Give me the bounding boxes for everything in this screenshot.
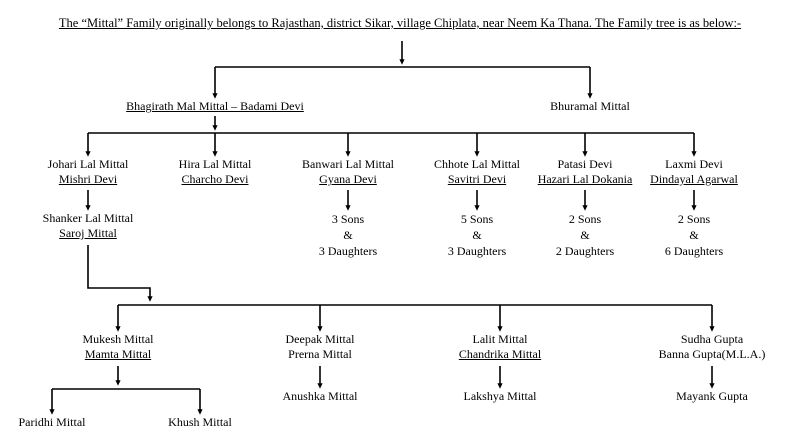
node-lalit-mittal: Lalit Mittal Chandrika Mittal <box>459 332 541 362</box>
node-line-1: Lakshya Mittal <box>463 389 537 403</box>
node-line-2: Hazari Lal Dokania <box>537 172 633 186</box>
node-line-1: Deepak Mittal <box>285 332 355 346</box>
counts-banwari-children: 3 Sons & 3 Daughters <box>319 211 377 259</box>
node-sudha-gupta: Sudha Gupta Banna Gupta(M.L.A.) <box>659 332 766 362</box>
node-line-2: Charcho Devi <box>181 172 249 186</box>
node-paridhi-mittal: Paridhi Mittal <box>19 415 86 430</box>
node-line-2: Saroj Mittal <box>59 226 117 240</box>
node-line-1: Patasi Devi <box>557 157 613 171</box>
node-mukesh-mittal: Mukesh Mittal Mamta Mittal <box>83 332 154 362</box>
node-line-1: Khush Mittal <box>168 415 232 429</box>
node-line-1: Lalit Mittal <box>472 332 528 346</box>
counts-chhote-children: 5 Sons & 3 Daughters <box>448 211 506 259</box>
counts-sons: 3 Sons <box>331 212 365 226</box>
page-title-text: The “Mittal” Family originally belongs t… <box>58 16 742 30</box>
node-anushka-mittal: Anushka Mittal <box>283 389 358 404</box>
node-lakshya-mittal: Lakshya Mittal <box>464 389 537 404</box>
counts-laxmi-children: 2 Sons & 6 Daughters <box>665 211 723 259</box>
node-line-2: Gyana Devi <box>319 172 377 186</box>
node-hira-lal-mittal: Hira Lal Mittal Charcho Devi <box>179 157 252 187</box>
node-johari-lal-mittal: Johari Lal Mittal Mishri Devi <box>48 157 129 187</box>
node-deepak-mittal: Deepak Mittal Prerna Mittal <box>286 332 355 362</box>
node-line-2: Savitri Devi <box>447 172 507 186</box>
node-bhagirath-mal-mittal: Bhagirath Mal Mittal – Badami Devi <box>126 99 304 114</box>
node-chhote-lal-mittal: Chhote Lal Mittal Savitri Devi <box>434 157 520 187</box>
counts-daughters: 6 Daughters <box>664 244 724 258</box>
counts-daughters: 3 Daughters <box>318 244 378 258</box>
node-line-1: Bhagirath Mal Mittal – Badami Devi <box>126 99 304 113</box>
counts-ampersand: & <box>472 228 482 242</box>
edge-shanker-to-bus <box>87 245 153 302</box>
node-khush-mittal: Khush Mittal <box>168 415 232 430</box>
node-line-1: Johari Lal Mittal <box>47 157 129 171</box>
node-line-1: Banwari Lal Mittal <box>302 157 394 171</box>
node-line-2: Prerna Mittal <box>288 347 352 361</box>
counts-patasi-children: 2 Sons & 2 Daughters <box>556 211 614 259</box>
node-line-2: Banna Gupta(M.L.A.) <box>658 347 766 361</box>
node-banwari-lal-mittal: Banwari Lal Mittal Gyana Devi <box>302 157 394 187</box>
counts-sons: 2 Sons <box>568 212 602 226</box>
node-line-1: Laxmi Devi <box>665 157 723 171</box>
node-line-1: Hira Lal Mittal <box>178 157 252 171</box>
node-line-1: Chhote Lal Mittal <box>434 157 520 171</box>
counts-ampersand: & <box>580 228 590 242</box>
counts-sons: 5 Sons <box>460 212 494 226</box>
node-line-2: Mishri Devi <box>58 172 118 186</box>
node-line-1: Shanker Lal Mittal <box>42 211 134 225</box>
node-line-1: Sudha Gupta <box>680 332 744 346</box>
counts-daughters: 2 Daughters <box>555 244 615 258</box>
node-patasi-devi: Patasi Devi Hazari Lal Dokania <box>538 157 633 187</box>
node-line-1: Paridhi Mittal <box>18 415 86 429</box>
node-line-1: Mukesh Mittal <box>82 332 154 346</box>
node-line-2: Mamta Mittal <box>84 347 152 361</box>
counts-ampersand: & <box>689 228 699 242</box>
counts-daughters: 3 Daughters <box>447 244 507 258</box>
page-title: The “Mittal” Family originally belongs t… <box>0 16 800 31</box>
counts-ampersand: & <box>343 228 353 242</box>
node-line-1: Mayank Gupta <box>676 389 748 403</box>
node-mayank-gupta: Mayank Gupta <box>676 389 748 404</box>
counts-sons: 2 Sons <box>677 212 711 226</box>
node-shanker-lal-mittal: Shanker Lal Mittal Saroj Mittal <box>43 211 134 241</box>
node-line-1: Anushka Mittal <box>282 389 358 403</box>
node-bhuramal-mittal: Bhuramal Mittal <box>550 99 630 114</box>
node-line-1: Bhuramal Mittal <box>550 99 630 113</box>
node-laxmi-devi: Laxmi Devi Dindayal Agarwal <box>650 157 738 187</box>
node-line-2: Dindayal Agarwal <box>650 172 738 186</box>
node-line-2: Chandrika Mittal <box>458 347 542 361</box>
